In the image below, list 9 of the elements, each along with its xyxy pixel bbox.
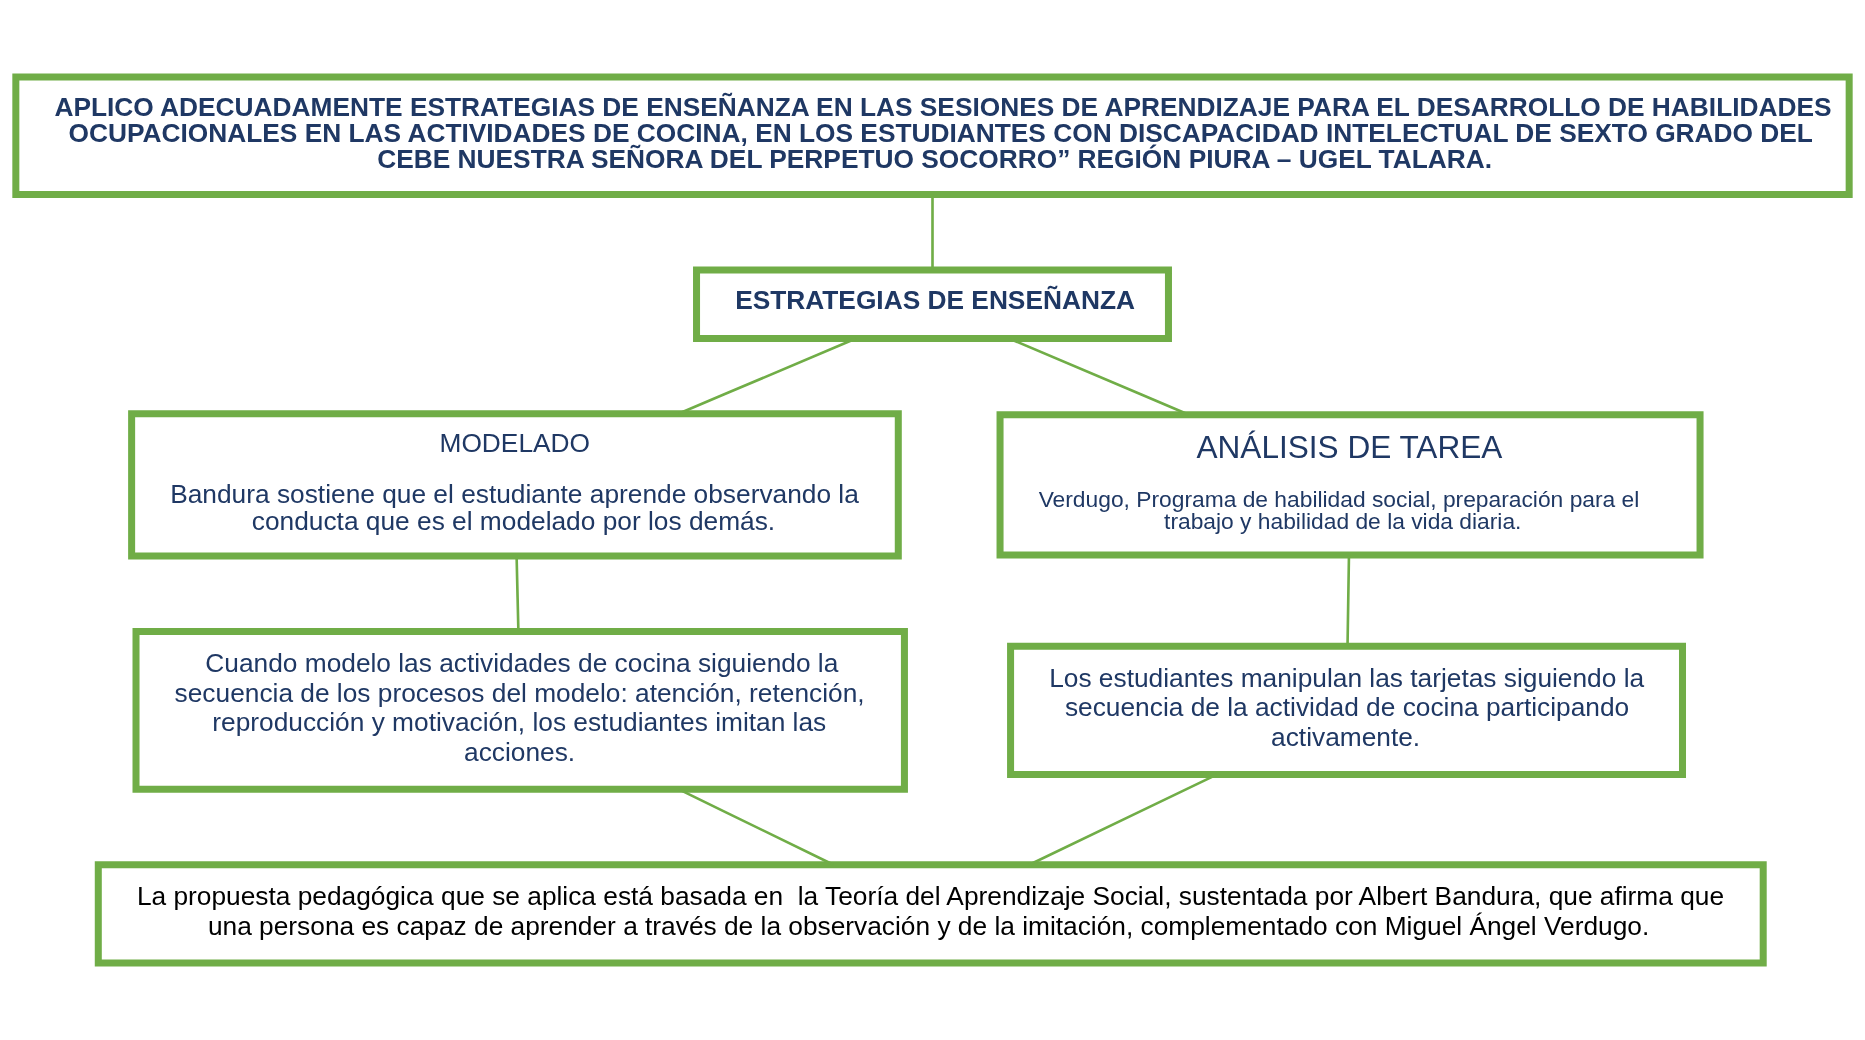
node-box: ESTRATEGIAS DE ENSEÑANZA — [693, 266, 1172, 342]
node-box: ANÁLISIS DE TAREA Verdugo, Programa de habilidad social, preparación para el trabajo y habilidad de la vida diaria. — [996, 411, 1704, 559]
connector — [515, 556, 520, 631]
node-box: Cuando modelo las actividades de cocina siguiendo la secuencia de los procesos del modelo: atención, retención, reproducción y motivación, los estudiantes imitan las acciones. — [132, 627, 908, 793]
connector — [1346, 555, 1351, 646]
node-box: APLICO ADECUADAMENTE ESTRATEGIAS DE ENSEÑANZA EN LAS SESIONES DE APRENDIZAJE PARA EL DESARROLLO DE HABILIDADES OCUPACIONALES EN LAS ACTIVIDADES DE COCINA, EN LOS ESTUDIANTES CON DISCAPACIDAD INTELECTUAL DE SEXTO GRADO DEL CEBE NUESTRA SEÑORA DEL PERPETUO SOCORRO” REGIÓN PIURA – UGEL TALARA. — [12, 73, 1853, 199]
node-box: MODELADO Bandura sostiene que el estudiante aprende observando la conducta que es el modelado por los demás. — [128, 410, 902, 560]
node-box: Los estudiantes manipulan las tarjetas siguiendo la secuencia de la actividad de cocina participando activamente. — [1007, 642, 1686, 778]
node-box: La propuesta pedagógica que se aplica está basada en la Teoría del Aprendizaje Social, sustentada por Albert Bandura, que afirma que una persona es capaz de aprender a través de la observación y de la imitación, complementado con Miguel Ángel Verdugo. — [94, 861, 1767, 967]
